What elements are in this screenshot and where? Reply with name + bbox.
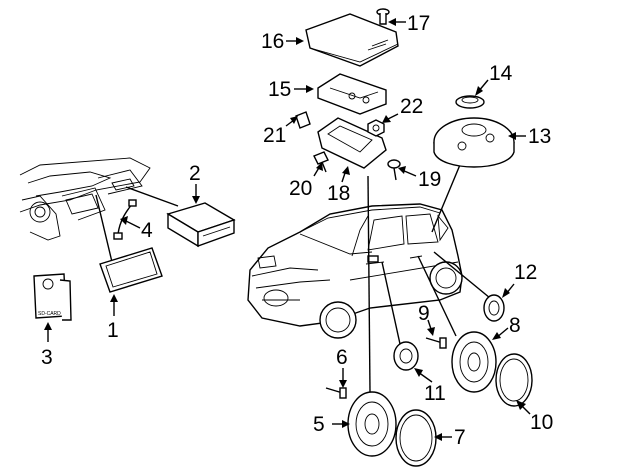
speaker-ring-rear <box>495 353 533 407</box>
callout-label-10: 10 <box>530 411 553 434</box>
callout-16: 16 <box>261 30 304 53</box>
callout-13: 13 <box>508 125 551 148</box>
callout-3: 3 <box>41 322 53 369</box>
control-module <box>166 202 236 248</box>
callout-label-5: 5 <box>313 413 325 436</box>
clip <box>376 8 390 25</box>
callout-20: 20 <box>289 162 323 200</box>
screw-19 <box>387 159 401 181</box>
leader-line-12 <box>433 251 491 299</box>
clip-nut <box>295 111 311 129</box>
mounting-frame <box>317 117 387 169</box>
door-speaker-rear <box>451 331 497 393</box>
callout-label-8: 8 <box>509 314 521 337</box>
seal-ring <box>455 95 485 109</box>
sd-card: SD-CARD <box>33 273 72 321</box>
callout-label-15: 15 <box>268 78 291 101</box>
callout-label-9: 9 <box>418 302 430 325</box>
usb-cable <box>113 199 137 240</box>
callout-14: 14 <box>475 62 513 96</box>
callout-label-18: 18 <box>327 182 350 205</box>
hex-nut <box>367 119 385 137</box>
callout-11: 11 <box>414 368 446 405</box>
tweeter <box>483 294 505 322</box>
callout-7: 7 <box>434 426 466 449</box>
bolt-9 <box>425 337 447 349</box>
midrange-speaker <box>393 341 419 371</box>
speaker-ring-front <box>395 409 437 467</box>
leader-line-13 <box>431 159 463 233</box>
callout-1: 1 <box>107 294 119 342</box>
callout-22: 22 <box>382 95 423 123</box>
callout-21: 21 <box>263 116 298 147</box>
callout-17: 17 <box>388 12 430 35</box>
callout-label-17: 17 <box>407 12 430 35</box>
callout-5: 5 <box>313 413 350 436</box>
callout-4: 4 <box>120 216 153 242</box>
callout-19: 19 <box>398 166 441 191</box>
callout-10: 10 <box>516 400 553 434</box>
bracket-module <box>317 73 387 115</box>
callout-label-14: 14 <box>489 62 513 85</box>
callout-label-6: 6 <box>336 346 348 369</box>
sd-card-text: SD-CARD <box>38 311 61 317</box>
callout-6: 6 <box>336 346 348 388</box>
callout-8: 8 <box>492 314 521 340</box>
bolt-6 <box>325 387 347 399</box>
dashboard-illustration <box>19 157 151 241</box>
vehicle-illustration <box>247 203 463 339</box>
display-unit <box>99 247 163 293</box>
subwoofer <box>433 117 515 168</box>
callout-15: 15 <box>268 78 314 101</box>
callout-label-19: 19 <box>418 168 441 191</box>
leader-line-2 <box>125 186 179 207</box>
callout-label-1: 1 <box>107 319 119 342</box>
bolt-20 <box>313 151 329 173</box>
callout-2: 2 <box>189 162 201 204</box>
callout-label-7: 7 <box>454 426 466 449</box>
callout-label-4: 4 <box>141 219 153 242</box>
callout-label-16: 16 <box>261 30 284 53</box>
callout-label-21: 21 <box>263 124 286 147</box>
callout-label-3: 3 <box>41 346 53 369</box>
callout-label-2: 2 <box>189 162 201 185</box>
callout-label-22: 22 <box>400 95 423 118</box>
door-speaker-front <box>347 391 397 457</box>
cover-panel <box>305 13 399 67</box>
callout-18: 18 <box>327 166 350 205</box>
callout-label-20: 20 <box>289 177 312 200</box>
callout-12: 12 <box>502 261 537 298</box>
callout-label-13: 13 <box>528 125 551 148</box>
leader-line-5 <box>367 175 371 393</box>
callout-label-11: 11 <box>424 382 446 405</box>
callout-label-12: 12 <box>514 261 537 284</box>
leader-line-1 <box>95 194 113 263</box>
callout-9: 9 <box>418 302 435 336</box>
leader-line-8 <box>417 255 457 337</box>
leader-line-11 <box>381 261 401 345</box>
